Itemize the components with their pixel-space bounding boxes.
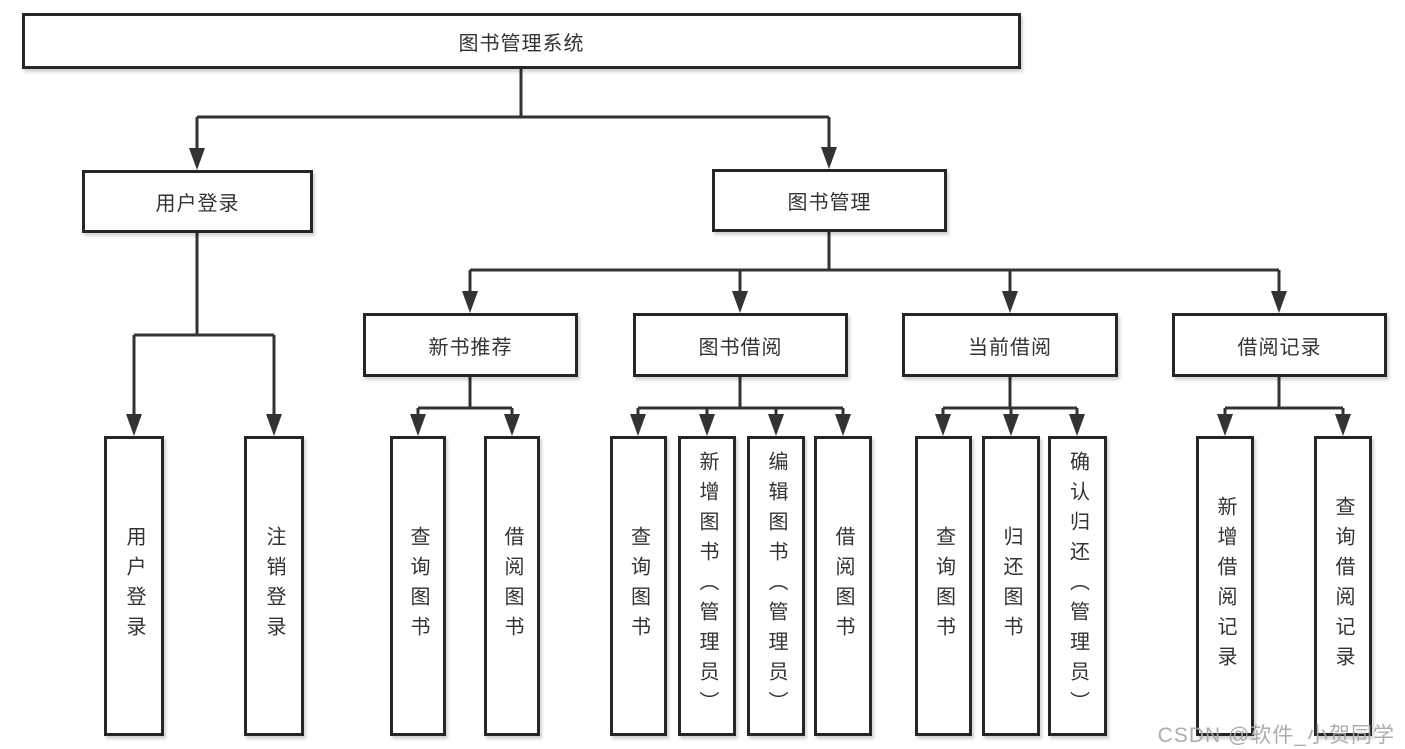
- csdn-watermark: CSDN @软件_小贺同学: [1157, 724, 1395, 747]
- node-book-management: 图书管理: [712, 169, 947, 232]
- leaf-add-borrow-record: 新增借阅记录: [1196, 436, 1254, 736]
- leaf-user-login-label: 用户登录: [123, 526, 145, 646]
- leaf-return-books-label: 归还图书: [1000, 526, 1022, 646]
- node-borrow-records: 借阅记录: [1172, 313, 1387, 377]
- leaf-logout-label: 注销登录: [263, 526, 285, 646]
- leaf-borrow-books-label: 借阅图书: [832, 526, 854, 646]
- leaf-recommend-query-books: 查询图书: [390, 436, 446, 736]
- leaf-query-borrow-record: 查询借阅记录: [1314, 436, 1372, 736]
- node-current-borrow: 当前借阅: [902, 313, 1118, 377]
- leaf-recommend-borrow-books: 借阅图书: [484, 436, 540, 736]
- leaf-add-books-admin: 新增图书（管理员）: [678, 436, 736, 736]
- leaf-confirm-return-admin-label: 确认归还（管理员）: [1066, 451, 1089, 721]
- leaf-borrow-query-books-label: 查询图书: [627, 526, 650, 646]
- node-library-management-system: 图书管理系统: [22, 13, 1021, 69]
- leaf-edit-books-admin-label: 编辑图书（管理员）: [765, 451, 787, 721]
- leaf-logout: 注销登录: [244, 436, 304, 736]
- leaf-recommend-query-books-label: 查询图书: [407, 526, 429, 646]
- leaf-edit-books-admin: 编辑图书（管理员）: [747, 436, 805, 736]
- leaf-add-borrow-record-label: 新增借阅记录: [1214, 496, 1236, 676]
- leaf-confirm-return-admin: 确认归还（管理员）: [1048, 436, 1107, 736]
- node-user-login: 用户登录: [82, 170, 313, 233]
- node-book-borrow: 图书借阅: [633, 313, 848, 377]
- leaf-current-query-books-label: 查询图书: [932, 526, 955, 646]
- leaf-add-books-admin-label: 新增图书（管理员）: [696, 451, 718, 721]
- node-new-book-recommend: 新书推荐: [363, 313, 578, 377]
- leaf-return-books: 归还图书: [982, 436, 1040, 736]
- leaf-borrow-query-books: 查询图书: [610, 436, 667, 736]
- leaf-user-login: 用户登录: [104, 436, 164, 736]
- leaf-query-borrow-record-label: 查询借阅记录: [1332, 496, 1354, 676]
- leaf-current-query-books: 查询图书: [915, 436, 972, 736]
- leaf-recommend-borrow-books-label: 借阅图书: [501, 526, 523, 646]
- leaf-borrow-books: 借阅图书: [814, 436, 872, 736]
